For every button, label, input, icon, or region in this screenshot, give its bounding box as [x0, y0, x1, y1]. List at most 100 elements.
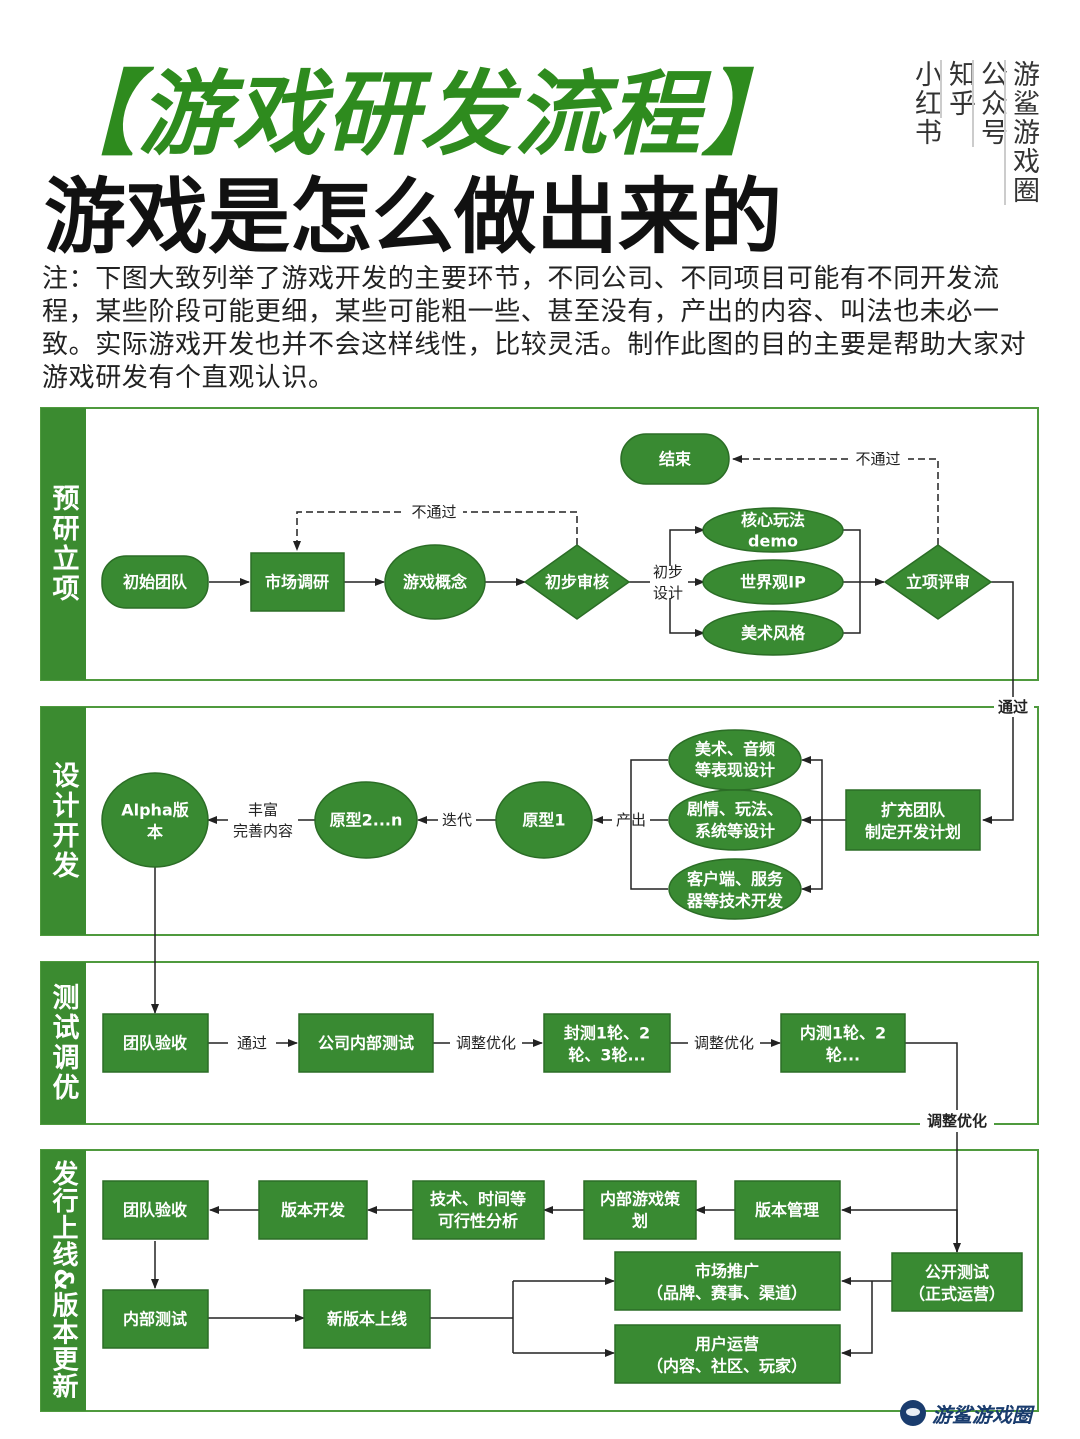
node-public-test-line1: 公开测试 [925, 1263, 989, 1282]
handle-zhihu: 知乎 [940, 60, 975, 118]
node-team-accept: 团队验收 [123, 1034, 187, 1053]
node-closed-test-line2: 轮、3轮... [568, 1046, 645, 1065]
node-team-accept-shape [102, 1013, 209, 1073]
label-pass-1: 通过 [998, 698, 1028, 716]
node-team-accept2: 团队验收 [123, 1201, 187, 1220]
node-new-release-shape [303, 1289, 431, 1349]
node-project-review: 立项评审 [906, 573, 970, 592]
node-end-shape [620, 433, 730, 485]
node-end: 结束 [658, 450, 692, 469]
page-title: 【游戏研发流程】 [44, 60, 797, 168]
node-proto2n-shape [314, 781, 418, 859]
node-expand-team-line2: 制定开发计划 [865, 823, 961, 842]
label-output: 产出 [616, 811, 646, 829]
node-project-review-shape [883, 544, 993, 620]
node-prelim-review-shape [523, 544, 631, 620]
label-iterate: 迭代 [442, 811, 472, 829]
node-story-design-shape [668, 789, 802, 851]
lane-design: 设计开发 [40, 706, 1039, 936]
node-art-style: 美术风格 [741, 624, 806, 643]
node-feasibility-line1: 技术、时间等 [430, 1190, 526, 1209]
node-story-design-line1: 剧情、玩法、 [687, 800, 783, 819]
handle-wechat: 公众号 [972, 60, 1007, 147]
node-version-mgmt-shape [734, 1180, 841, 1240]
node-market-research-shape [250, 552, 345, 612]
node-internal-test-rounds-line2: 轮... [826, 1046, 860, 1065]
node-art-audio-line2: 等表现设计 [694, 761, 775, 780]
node-art-style-shape [702, 610, 844, 656]
node-company-test: 公司内部测试 [318, 1034, 414, 1053]
node-marketing-line1: 市场推广 [695, 1262, 759, 1281]
handle-account-name: 游鲨游戏圈 [1004, 60, 1039, 205]
node-user-ops-line1: 用户运营 [695, 1335, 759, 1354]
lane-prestudy: 预研立项 [40, 407, 1039, 681]
node-expand-team-line1: 扩充团队 [881, 801, 946, 820]
node-internal-test-rounds-shape [780, 1013, 906, 1073]
label-not-pass-1: 不通过 [411, 503, 456, 521]
node-feasibility-shape [412, 1180, 545, 1240]
node-labels: 结束 初始团队 市场调研 游戏概念 初步审核 核心玩法 demo 世界观IP 美… [121, 450, 1005, 1376]
node-proto1: 原型1 [522, 811, 565, 830]
edge-labels: 不通过 不通过 初步 设计 通过 产出 迭代 丰富 完善内容 通过 调整优化 调… [233, 449, 1034, 1131]
node-alpha-shape [101, 772, 209, 868]
node-init-team: 初始团队 [123, 573, 188, 592]
node-user-ops-line2: （内容、社区、玩家） [647, 1357, 807, 1376]
node-internal-planning-shape [583, 1180, 697, 1240]
node-internal-test-rounds-line1: 内测1轮、2 [800, 1024, 886, 1043]
node-version-mgmt: 版本管理 [754, 1201, 819, 1220]
node-market-research: 市场调研 [265, 573, 329, 592]
node-world-ip-shape [702, 559, 844, 605]
lane-release: 发行上线&版本更新 [40, 1149, 1039, 1412]
node-game-concept-shape [384, 544, 486, 620]
node-public-test-shape [891, 1252, 1023, 1312]
brand-name: 游鲨游戏圈 [932, 1402, 1032, 1427]
node-client-server-shape [668, 858, 802, 920]
node-internal-test-shape [102, 1289, 209, 1349]
node-internal-planning-line1: 内部游戏策 [600, 1190, 681, 1209]
node-team-accept2-shape [102, 1180, 209, 1240]
node-feasibility-line2: 可行性分析 [438, 1212, 518, 1231]
label-tune-1: 调整优化 [456, 1034, 516, 1052]
node-closed-test-line1: 封测1轮、2 [564, 1024, 650, 1043]
label-prelim-design-1: 初步 [653, 563, 683, 581]
node-internal-test: 内部测试 [123, 1310, 187, 1329]
node-user-ops-shape [614, 1324, 841, 1384]
node-proto2n: 原型2...n [330, 811, 403, 830]
node-marketing-line2: （品牌、赛事、渠道） [647, 1284, 807, 1303]
node-prelim-review: 初步审核 [545, 573, 609, 592]
label-enrich-2: 完善内容 [233, 822, 293, 840]
node-company-test-shape [298, 1013, 434, 1073]
label-prelim-design-2: 设计 [653, 584, 683, 602]
node-expand-team-shape [845, 789, 981, 851]
social-handles: 小红书 知乎 公众号 游鲨游戏圈 [910, 60, 1040, 210]
node-core-demo-line2: demo [748, 532, 798, 551]
brand-footer: 游鲨游戏圈 [900, 1398, 1032, 1428]
node-version-dev-shape [258, 1180, 368, 1240]
shark-logo-icon [900, 1400, 926, 1426]
node-core-demo-shape [702, 507, 844, 553]
node-new-release: 新版本上线 [327, 1310, 407, 1329]
node-core-demo-line1: 核心玩法 [741, 511, 805, 530]
node-internal-planning-line2: 划 [632, 1212, 648, 1231]
handle-xiaohongshu: 小红书 [910, 60, 941, 147]
node-art-audio-line1: 美术、音频 [695, 740, 775, 759]
node-closed-test-shape [543, 1013, 671, 1073]
node-alpha-line1: Alpha版 [121, 801, 189, 820]
label-not-pass-2: 不通过 [855, 450, 900, 468]
lane-label-release: 发行上线&版本更新 [48, 1159, 79, 1400]
lane-label-testing: 测试调优 [48, 983, 80, 1103]
node-marketing-shape [614, 1251, 841, 1311]
node-init-team-shape [101, 555, 209, 609]
node-client-server-line1: 客户端、服务 [687, 870, 784, 889]
connectors [151, 455, 1014, 1357]
intro-note: 注：下图大致列举了游戏开发的主要环节，不同公司、不同项目可能有不同开发流程，某些… [42, 264, 1027, 393]
page-subtitle: 游戏是怎么做出来的 [44, 170, 783, 265]
node-alpha-line2: 本 [147, 823, 163, 842]
nodes [101, 433, 1023, 1384]
node-game-concept: 游戏概念 [403, 573, 468, 592]
label-pass-2: 通过 [237, 1034, 267, 1052]
node-client-server-line2: 器等技术开发 [686, 892, 784, 911]
lane-testing: 测试调优 [40, 961, 1039, 1125]
node-proto1-shape [495, 781, 593, 859]
